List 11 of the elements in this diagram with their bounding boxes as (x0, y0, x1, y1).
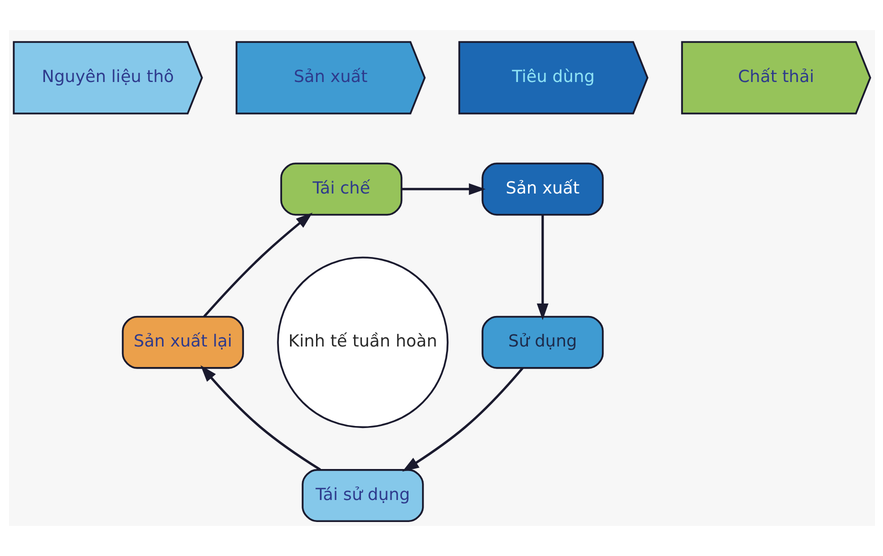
arrow (200, 365, 320, 471)
arrow (402, 367, 524, 472)
arrow (202, 212, 312, 318)
node-circle: Kinh tế tuần hoàn (276, 256, 448, 428)
node-box: Tái sử dụng (301, 469, 424, 522)
node-box: Sản xuất (481, 162, 604, 216)
arrow (401, 183, 486, 195)
node-box: Tái chế (280, 162, 402, 216)
node-box: Sản xuất lại (121, 316, 244, 369)
node-box: Sử dụng (481, 316, 604, 369)
arrow (536, 214, 548, 320)
